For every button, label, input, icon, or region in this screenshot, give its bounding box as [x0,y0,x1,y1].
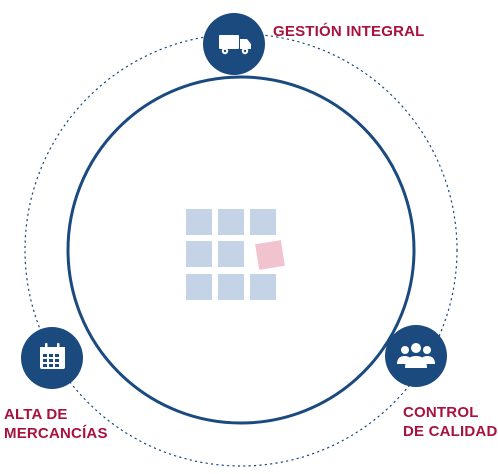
label-line: CONTROL [403,404,479,421]
label-line: GESTIÓN INTEGRAL [273,23,425,40]
label-line: MERCANCÍAS [4,425,108,442]
label-line: ALTA DE [4,406,68,423]
label-alta-mercancias: ALTA DE MERCANCÍAS [4,405,108,443]
outer-dotted-ring [24,33,458,467]
node-alta [21,327,83,389]
grid-icon [186,209,285,300]
calendar-icon [40,343,65,369]
inner-solid-ring [66,75,416,425]
people-icon [397,343,435,368]
node-control [385,325,447,387]
node-gestion [203,13,265,75]
label-gestion-integral: GESTIÓN INTEGRAL [273,22,425,41]
label-control-calidad: CONTROL DE CALIDAD [403,403,498,441]
label-line: DE CALIDAD [403,423,498,440]
